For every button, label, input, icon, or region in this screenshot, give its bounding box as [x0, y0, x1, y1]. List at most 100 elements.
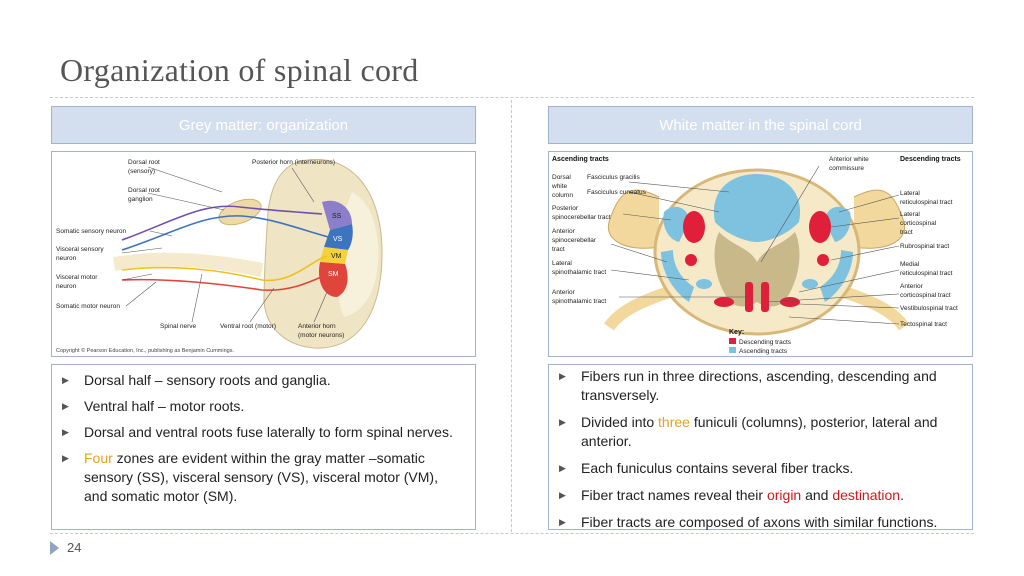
left-lateral-corticospinal	[683, 211, 705, 243]
list-item: ▶Dorsal and ventral roots fuse laterally…	[62, 424, 453, 440]
left-anterior-spinocerebellar	[661, 250, 694, 302]
left-rubrospinal	[685, 254, 697, 266]
left-ventral-root	[604, 286, 671, 331]
right-anterior-spinocerebellar	[820, 250, 853, 302]
bullet-arrow-icon: ▶	[559, 371, 566, 381]
bullet-arrow-icon: ▶	[559, 517, 566, 527]
list-item: ▶Each funiculus contains several fiber t…	[559, 460, 854, 476]
label-anterior-horn-sub: (motor neurons)	[298, 332, 344, 339]
label-med-retic-2: reticulospinal tract	[900, 270, 953, 277]
list-item: ▶Dorsal half – sensory roots and ganglia…	[62, 372, 331, 388]
grey-matter-notes: ▶Dorsal half – sensory roots and ganglia…	[51, 364, 476, 530]
slide-title: Organization of spinal cord	[60, 52, 419, 88]
bottom-divider	[50, 533, 974, 534]
title-divider	[50, 97, 974, 98]
right-vestibulospinal	[780, 297, 800, 307]
label-posterior-horn: Posterior horn (interneurons)	[252, 159, 335, 166]
label-ant-spinothal-2: spinothalamic tract	[552, 298, 606, 305]
page-number: 24	[50, 540, 81, 555]
bullet-arrow-icon: ▶	[559, 490, 566, 500]
left-dorsal-column	[713, 174, 757, 242]
label-descending-tracts: Descending tracts	[900, 156, 961, 163]
label-lat-cortico-3: tract	[900, 229, 913, 236]
label-ventral-root: Ventral root (motor)	[220, 323, 276, 330]
white-matter-diagram: Ascending tracts Dorsal white column Fas…	[551, 156, 961, 355]
key-title: Key:	[729, 329, 744, 336]
list-item: ▶Fibers run in three directions, ascendi…	[559, 368, 937, 403]
label-ganglion-sub: ganglion	[128, 196, 153, 203]
label-spinal-nerve: Spinal nerve	[160, 323, 197, 330]
key-descending-label: Descending tracts	[739, 339, 792, 346]
list-item: ▶Four zones are evident within the gray …	[62, 450, 438, 504]
label-dorsal-root: Dorsal root	[128, 159, 160, 166]
right-posterior-spinocerebellar	[825, 206, 851, 242]
right-dorsal-column	[757, 174, 801, 242]
spinal-nerve-bundle	[112, 252, 264, 277]
label-dorsal-2: white	[551, 183, 568, 190]
key-descending-swatch	[729, 338, 736, 344]
fiber-somatic-motor	[121, 273, 329, 291]
page-marker-icon	[50, 540, 59, 555]
left-spinothalamic	[696, 279, 712, 289]
label-ascending-tracts: Ascending tracts	[552, 156, 609, 163]
label-ant-spino-3: tract	[552, 246, 565, 253]
zone-vm	[320, 247, 348, 264]
leader-lines	[121, 166, 328, 323]
label-ant-spino-1: Anterior	[552, 228, 576, 235]
label-somatic-sensory: Somatic sensory neuron	[56, 228, 126, 235]
label-lat-retic-2: reticulospinal tract	[900, 199, 953, 206]
label-post-spino-2: spinocerebellar tract	[552, 214, 611, 221]
label-visceral-sensory-sub: neuron	[56, 255, 77, 262]
label-visceral-sensory: Visceral sensory	[56, 246, 104, 253]
highlight-origin: origin	[766, 487, 802, 503]
key-ascending-label: Ascending tracts	[739, 348, 788, 355]
list-item: ▶Divided into three funiculi (columns), …	[559, 414, 938, 449]
label-commissure-2: commissure	[829, 165, 864, 172]
label-dorsal-1: Dorsal	[552, 174, 571, 181]
grey-matter-diagram: SS VS VM SM Dorsal root (sensory) Dorsal…	[56, 158, 383, 354]
label-lat-spinothal-2: spinothalamic tract	[552, 269, 606, 276]
list-item: ▶Ventral half – motor roots.	[62, 398, 245, 414]
sm-label: SM	[328, 271, 339, 278]
vs-label: VS	[333, 236, 343, 243]
grey-matter-figure: SS VS VM SM Dorsal root (sensory) Dorsal…	[51, 151, 476, 357]
highlight-destination: destination	[832, 487, 901, 503]
bullet-arrow-icon: ▶	[62, 453, 69, 463]
label-dorsal-root-sub: (sensory)	[128, 168, 155, 175]
cord-outline	[653, 168, 861, 336]
label-tectospinal: Tectospinal tract	[900, 321, 947, 328]
label-med-retic-1: Medial	[900, 261, 920, 268]
white-matter-header: White matter in the spinal cord	[548, 106, 973, 144]
left-vestibulospinal	[714, 297, 734, 307]
label-ganglion: Dorsal root	[128, 187, 160, 194]
left-posterior-spinocerebellar	[663, 206, 689, 242]
highlight-four: Four	[84, 450, 113, 466]
bullet-arrow-icon: ▶	[62, 427, 69, 437]
center-divider	[511, 100, 512, 532]
leader-lines	[610, 165, 900, 325]
zone-sm	[318, 262, 348, 297]
label-commissure-1: Anterior white	[829, 156, 869, 163]
label-ant-cortico-2: corticospinal tract	[900, 292, 951, 299]
white-matter-notes: ▶Fibers run in three directions, ascendi…	[548, 364, 973, 530]
zone-vs	[324, 224, 353, 250]
label-lat-spinothal-1: Lateral	[552, 260, 572, 267]
label-ant-spino-2: spinocerebellar	[552, 237, 597, 244]
fiber-visceral-motor	[121, 255, 328, 282]
copyright-text: Copyright © Pearson Education, Inc., pub…	[56, 347, 234, 354]
bullet-arrow-icon: ▶	[62, 375, 69, 385]
bullet-arrow-icon: ▶	[62, 401, 69, 411]
label-ant-spinothal-1: Anterior	[552, 289, 576, 296]
highlight-three: three	[658, 414, 690, 430]
right-spinothalamic	[802, 279, 818, 289]
right-rubrospinal	[817, 254, 829, 266]
label-anterior-horn: Anterior horn	[298, 323, 336, 330]
right-root	[853, 189, 906, 249]
label-fasciculus-gracilis: Fasciculus gracilis	[587, 174, 640, 181]
label-somatic-motor: Somatic motor neuron	[56, 303, 120, 310]
ss-label: SS	[332, 213, 342, 220]
fiber-somatic-sensory	[121, 205, 323, 241]
label-vestibulospinal: Vestibulospinal tract	[900, 305, 958, 312]
zone-ss	[322, 200, 352, 230]
grey-matter-header: Grey matter: organization	[51, 106, 476, 144]
